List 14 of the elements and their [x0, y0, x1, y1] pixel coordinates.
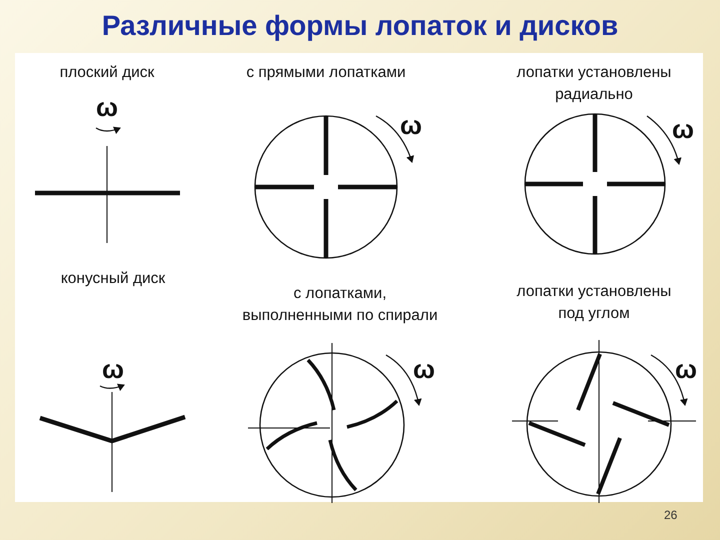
- omega-symbol: ω: [96, 94, 118, 120]
- caption: конусный диск: [60, 269, 166, 289]
- caption: лопатки установлены радиально: [516, 63, 672, 105]
- caption: с прямыми лопатками: [245, 63, 407, 83]
- omega-symbol: ω: [675, 356, 697, 382]
- page-number: 26: [664, 508, 678, 522]
- caption: плоский диск: [58, 63, 156, 83]
- caption: лопатки установлены под углом: [516, 282, 672, 324]
- omega-symbol: ω: [672, 116, 694, 142]
- omega-symbol: ω: [413, 356, 435, 382]
- omega-symbol: ω: [400, 112, 422, 138]
- slide-title: Различные формы лопаток и дисков: [100, 10, 620, 42]
- omega-symbol: ω: [102, 356, 124, 382]
- caption: с лопатками, выполненными по спирали: [241, 284, 439, 326]
